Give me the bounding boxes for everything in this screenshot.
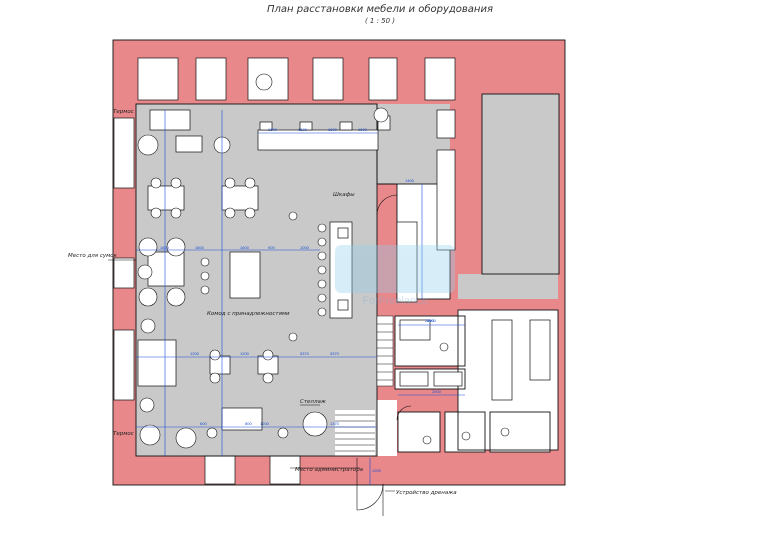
lockers-strip bbox=[376, 315, 394, 387]
dimension-label: 2400 bbox=[425, 318, 435, 323]
dimension-label: 1200 bbox=[260, 421, 270, 426]
label-admin-place: Место администратора bbox=[295, 467, 364, 473]
wc-1 bbox=[398, 412, 440, 452]
dimension-label: 1200 bbox=[240, 351, 250, 356]
dimension-label: 1600 bbox=[298, 127, 308, 132]
label-terminal-top: Термос bbox=[113, 109, 134, 115]
label-door-device: Устройство дренажа bbox=[396, 490, 457, 496]
plan-scale: ( 1 : 50 ) bbox=[364, 17, 396, 25]
dimension-label: 1400 bbox=[405, 178, 415, 183]
label-terminal-bottom: Термос bbox=[113, 431, 134, 437]
dimension-label: 1600 bbox=[240, 245, 250, 250]
dimension-label: 1000 bbox=[300, 245, 310, 250]
label-leaders bbox=[108, 259, 395, 492]
dimension-label: 1600 bbox=[195, 245, 205, 250]
label-lockers: Шкафы bbox=[333, 192, 355, 198]
dimension-label: 1600 bbox=[328, 127, 338, 132]
dining-tables bbox=[137, 109, 279, 431]
stools bbox=[137, 134, 328, 449]
dimension-label: 600 bbox=[200, 421, 207, 426]
vestibule bbox=[377, 400, 397, 456]
dimension-label: 2900 bbox=[432, 389, 442, 394]
corridor-link-floor bbox=[458, 274, 558, 299]
svg-text:ForFreelance: ForFreelance bbox=[362, 295, 427, 307]
label-stellazh: Стеллаж bbox=[300, 399, 326, 405]
dimension-label: 5370 bbox=[300, 351, 310, 356]
window-niches bbox=[113, 57, 456, 485]
doors bbox=[356, 194, 412, 516]
bar-counter-top bbox=[257, 115, 391, 151]
dimension-lines bbox=[136, 110, 465, 485]
watermark-logo: ForFreelance bbox=[335, 245, 455, 307]
label-stroller-place: Место для сумок bbox=[68, 253, 118, 259]
central-counter bbox=[329, 221, 418, 319]
wall-outlines bbox=[112, 39, 566, 486]
dimension-label: 2500 bbox=[427, 318, 437, 323]
dimension-label: 1600 bbox=[160, 245, 170, 250]
dimension-label: 800 bbox=[245, 421, 252, 426]
label-sofa: Комод с принадлежностями bbox=[207, 311, 290, 317]
dimension-label: 3370 bbox=[330, 351, 340, 356]
dimension-labels: 1600 1600 1600 1600 1600 1600 1600 5370 1200 1200… bbox=[160, 127, 442, 473]
dimension-label: 1600 bbox=[268, 127, 278, 132]
dimension-label: 900 bbox=[268, 245, 275, 250]
dimension-label: 1200 bbox=[190, 351, 200, 356]
right-corridor-floor bbox=[482, 94, 559, 274]
wc-3 bbox=[490, 412, 550, 452]
plant-icons bbox=[137, 73, 389, 413]
plan-title: План расстановки мебели и оборудования bbox=[267, 4, 493, 15]
dimension-label: 1600 bbox=[358, 127, 368, 132]
dimension-label: 1200 bbox=[372, 468, 382, 473]
dimension-label: 1370 bbox=[330, 421, 340, 426]
